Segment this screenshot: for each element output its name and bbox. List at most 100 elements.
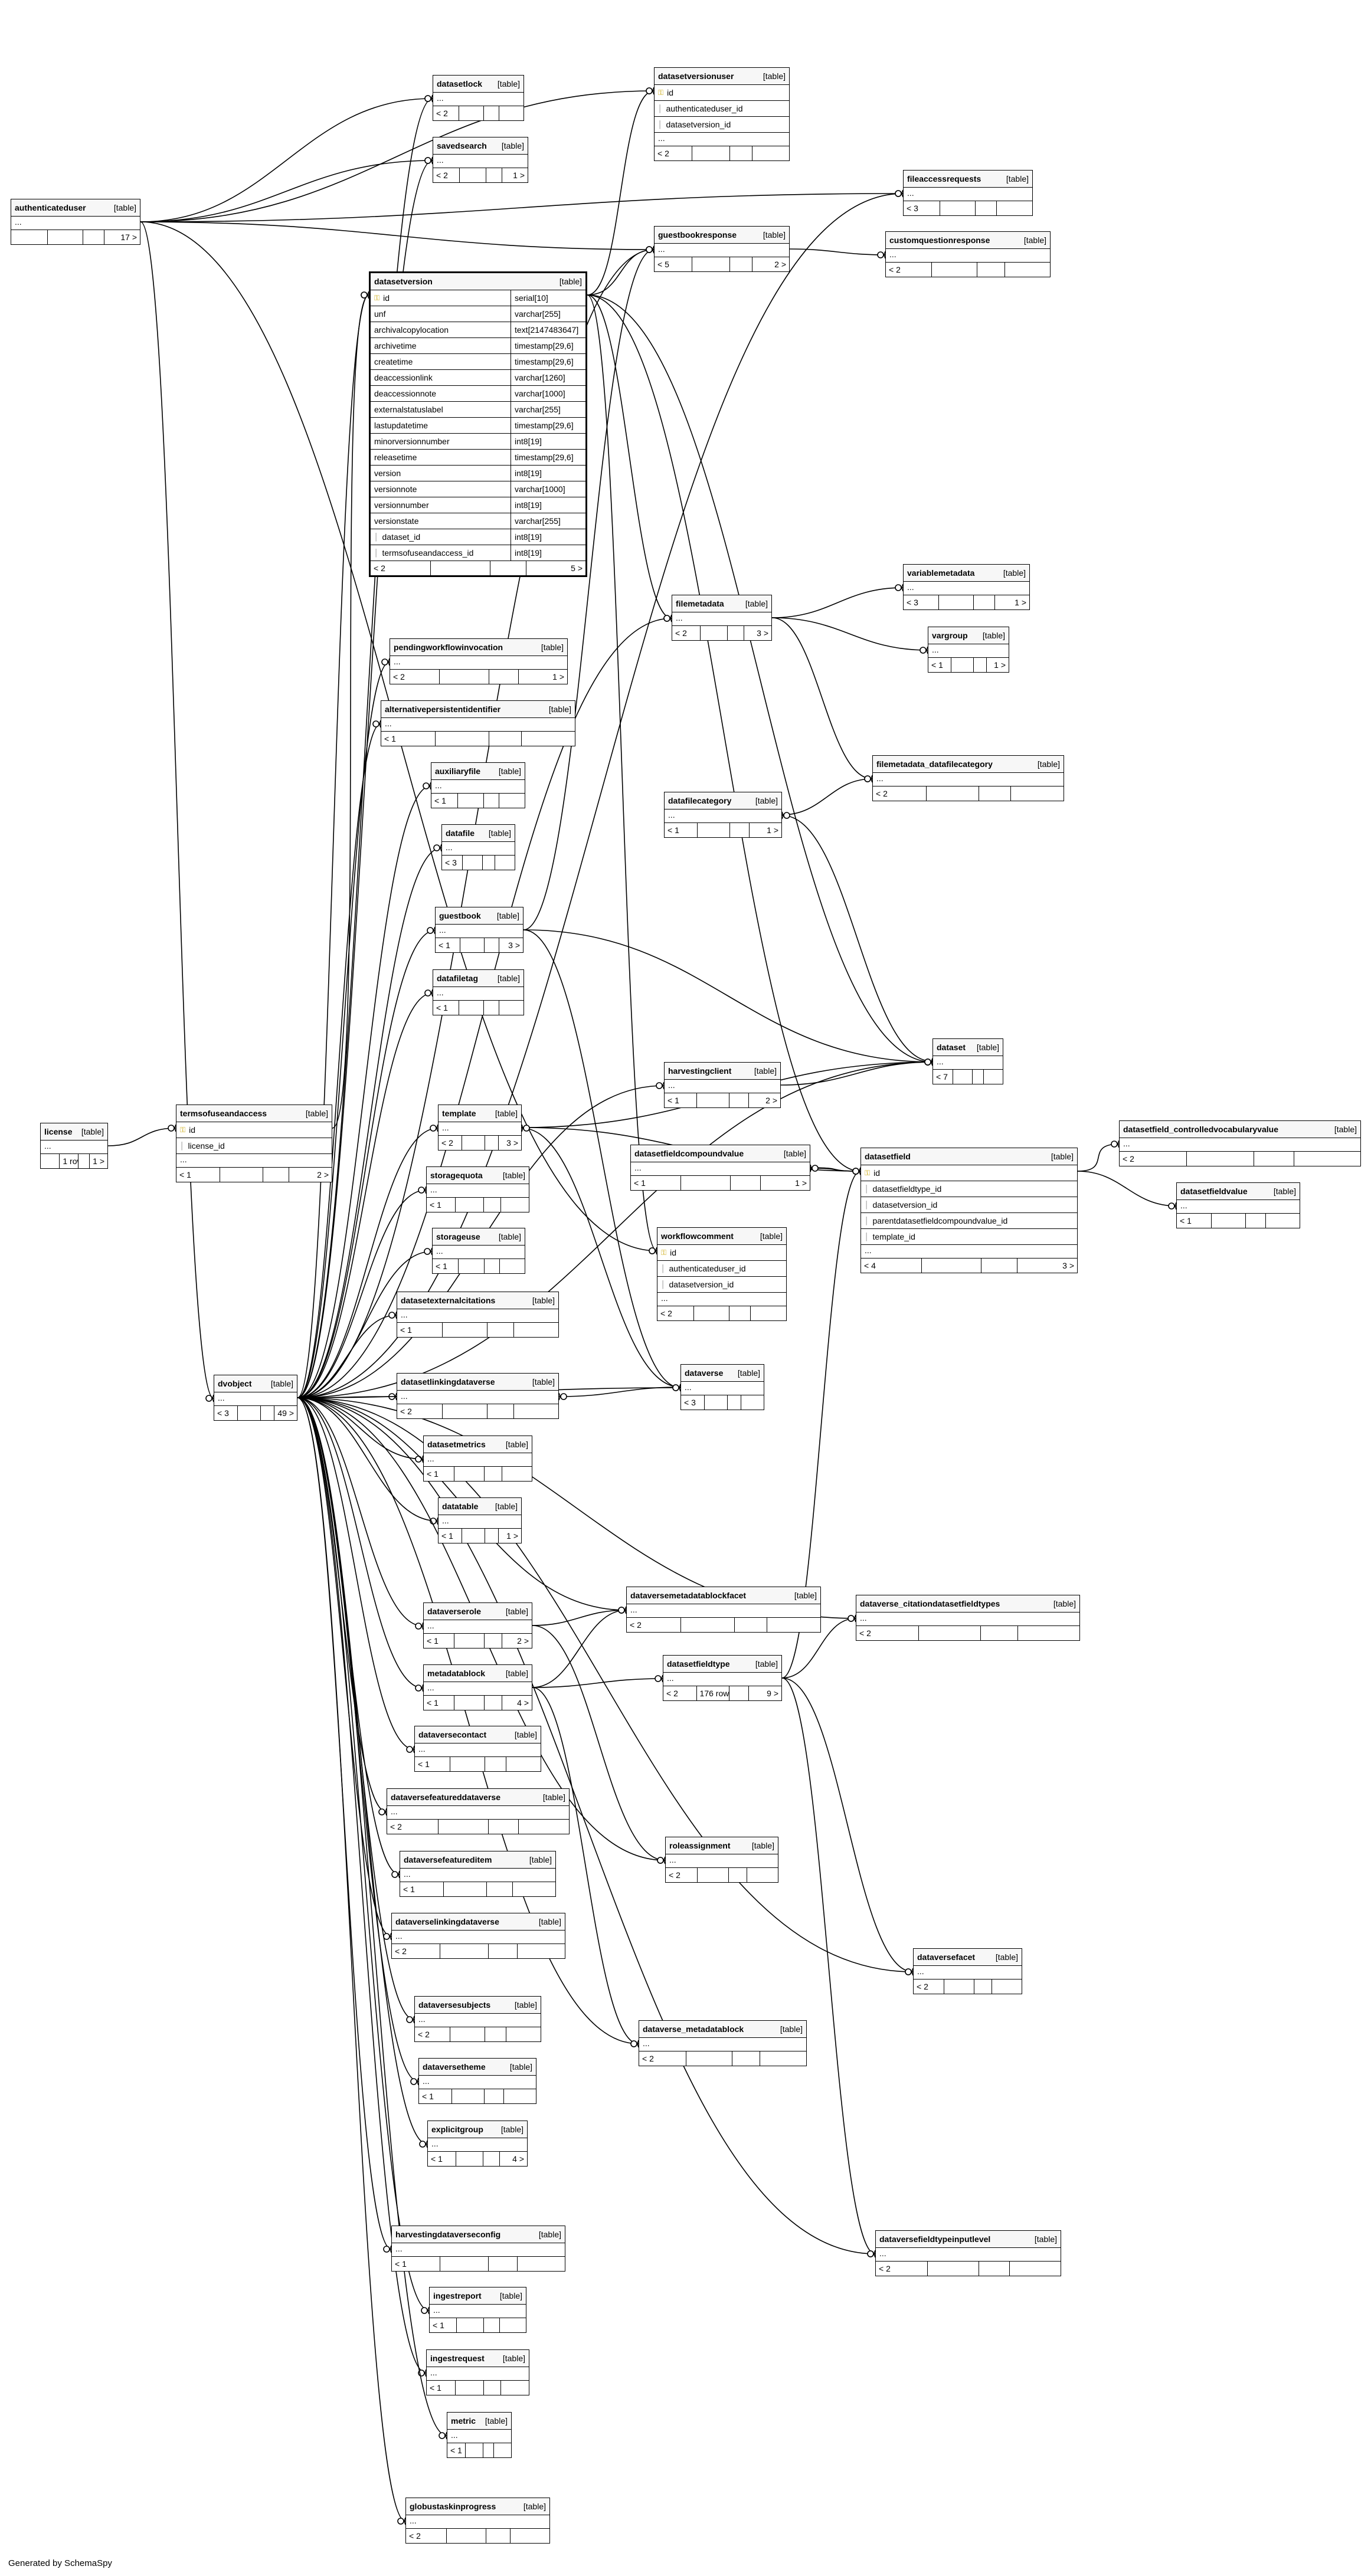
children-count[interactable]: 2 > xyxy=(288,1168,332,1182)
table-header[interactable]: storageuse [table] xyxy=(433,1228,525,1246)
table-type-link[interactable]: [table] xyxy=(1053,1599,1076,1608)
table-name[interactable]: storageuse xyxy=(436,1232,480,1241)
parents-count[interactable]: < 1 xyxy=(450,2446,462,2455)
table-dataversetheme[interactable]: dataversetheme[table]...< 1 xyxy=(418,2058,536,2104)
children-count[interactable]: 9 > xyxy=(748,1686,781,1700)
column-row[interactable]: │datasetversion_id xyxy=(655,117,789,133)
children-count[interactable]: 1 > xyxy=(89,1154,107,1168)
table-header[interactable]: metric[table] xyxy=(447,2413,511,2430)
parents-count[interactable]: < 2 xyxy=(917,1982,928,1991)
parents-count[interactable]: < 2 xyxy=(642,2054,654,2063)
table-name[interactable]: dataverse xyxy=(685,1368,724,1378)
table-storageuse[interactable]: storageuse[table]...< 1 xyxy=(432,1228,525,1274)
parents-count[interactable]: < 1 xyxy=(436,1261,447,1271)
table-globustaskinprogress[interactable]: globustaskinprogress[table]...< 2 xyxy=(405,2498,550,2544)
table-type-link[interactable]: [table] xyxy=(1034,2234,1057,2244)
table-header[interactable]: datasetexternalcitations[table] xyxy=(397,1292,558,1309)
table-type-link[interactable]: [table] xyxy=(498,1232,521,1241)
table-name[interactable]: dataversesubjects xyxy=(418,2000,491,2010)
children-count[interactable]: 2 > xyxy=(748,1093,780,1107)
table-type-link[interactable]: [table] xyxy=(745,599,768,608)
children-count[interactable]: 49 > xyxy=(274,1406,297,1420)
column-row[interactable]: ⚿id xyxy=(861,1165,1077,1181)
table-name[interactable]: datasetexternalcitations xyxy=(401,1296,496,1305)
table-name[interactable]: datasetlinkingdataverse xyxy=(401,1377,495,1387)
table-type-link[interactable]: [table] xyxy=(514,1730,537,1739)
table-type-link[interactable]: [table] xyxy=(751,1841,774,1850)
table-header[interactable]: variablemetadata[table] xyxy=(904,565,1029,582)
table-name[interactable]: auxiliaryfile xyxy=(435,766,481,776)
table-type-link[interactable]: [table] xyxy=(538,1917,561,1926)
table-header[interactable]: dataverselinkingdataverse[table] xyxy=(392,1913,565,1931)
table-name[interactable]: pendingworkflowinvocation xyxy=(394,643,503,652)
table-name[interactable]: datasetfieldcompoundvalue xyxy=(634,1149,744,1158)
table-header[interactable]: datasetversionuser[table] xyxy=(655,68,789,85)
table-name[interactable]: customquestionresponse xyxy=(889,235,990,245)
table-type-link[interactable]: [table] xyxy=(1273,1187,1296,1196)
children-count[interactable]: 1 > xyxy=(760,1176,810,1190)
table-header[interactable]: datasetfield_controlledvocabularyvalue[t… xyxy=(1120,1121,1360,1138)
table-datasetversionuser[interactable]: datasetversionuser[table]⚿id│authenticat… xyxy=(654,67,790,161)
table-type-link[interactable]: [table] xyxy=(505,1607,528,1616)
table-name[interactable]: dataversetheme xyxy=(423,2062,486,2072)
table-name[interactable]: dvobject xyxy=(218,1379,252,1388)
table-dataversefieldtypeinputlevel[interactable]: dataversefieldtypeinputlevel[table]...< … xyxy=(875,2230,1061,2276)
table-type-link[interactable]: [table] xyxy=(501,141,524,150)
parents-count[interactable]: < 2 xyxy=(374,563,385,573)
table-datasetfield[interactable]: datasetfield[table]⚿id│datasetfieldtype_… xyxy=(860,1148,1078,1273)
table-name[interactable]: datasetlock xyxy=(437,79,483,89)
table-type-link[interactable]: [table] xyxy=(488,828,511,838)
parents-count[interactable]: < 2 xyxy=(441,1138,453,1148)
parents-count[interactable]: < 2 xyxy=(879,2264,891,2273)
table-header[interactable]: guestbook[table] xyxy=(436,907,523,925)
parents-count[interactable]: < 2 xyxy=(436,109,448,118)
column-row[interactable]: │datasetversion_id xyxy=(657,1277,786,1293)
parents-count[interactable]: < 1 xyxy=(400,1325,412,1335)
table-name[interactable]: guestbook xyxy=(439,911,481,920)
table-type-link[interactable]: [table] xyxy=(754,1066,777,1076)
table-customquestionresponse[interactable]: customquestionresponse[table]...< 2 xyxy=(885,231,1051,277)
table-metric[interactable]: metric[table]...< 1 xyxy=(447,2412,512,2458)
column-row[interactable]: ⚿id xyxy=(655,85,789,101)
table-type-link[interactable]: [table] xyxy=(755,1659,778,1669)
table-header[interactable]: datasetlock[table] xyxy=(433,76,523,93)
table-name[interactable]: ingestrequest xyxy=(430,2354,485,2363)
table-header[interactable]: datasetlinkingdataverse[table] xyxy=(397,1374,558,1391)
table-name[interactable]: dataverse_citationdatasetfieldtypes xyxy=(860,1599,1000,1608)
table-name[interactable]: workflowcomment xyxy=(661,1231,734,1241)
table-name[interactable]: alternativepersistentidentifier xyxy=(385,704,501,714)
table-header[interactable]: auxiliaryfile[table] xyxy=(431,763,525,780)
column-row[interactable]: │template_id xyxy=(861,1229,1077,1245)
table-type-link[interactable]: [table] xyxy=(499,2291,522,2300)
table-type-link[interactable]: [table] xyxy=(783,1149,806,1158)
table-storagequota[interactable]: storagequota[table]...< 1 xyxy=(426,1166,529,1212)
table-header[interactable]: datasetfieldvalue [table] xyxy=(1177,1183,1300,1200)
table-authenticateduser[interactable]: authenticateduser[table]...17 > xyxy=(11,199,140,245)
parents-count[interactable]: < 7 xyxy=(936,1072,948,1081)
table-header[interactable]: vargroup[table] xyxy=(928,627,1009,644)
table-datasetlock[interactable]: datasetlock[table]...< 2 xyxy=(433,75,524,121)
table-header[interactable]: filemetadata[table] xyxy=(672,595,771,612)
table-header[interactable]: datasetfield[table] xyxy=(861,1148,1077,1165)
table-name[interactable]: datafile xyxy=(446,828,475,838)
table-name[interactable]: metadatablock xyxy=(427,1669,486,1678)
column-row[interactable]: │datasetfieldtype_id xyxy=(861,1181,1077,1197)
children-count[interactable]: 17 > xyxy=(104,230,140,244)
table-type-link[interactable]: [table] xyxy=(1006,174,1029,183)
table-dataversefeatureditem[interactable]: dataversefeatureditem[table]...< 1 xyxy=(400,1851,556,1897)
table-header[interactable]: pendingworkflowinvocation[table] xyxy=(390,639,567,656)
table-header[interactable]: dataverse_metadatablock[table] xyxy=(639,2021,806,2038)
table-type-link[interactable]: [table] xyxy=(982,631,1005,640)
table-name[interactable]: metric xyxy=(451,2416,476,2426)
table-name[interactable]: datasetfieldvalue xyxy=(1180,1187,1248,1196)
parents-count[interactable]: < 3 xyxy=(217,1408,229,1418)
table-header[interactable]: dvobject[table] xyxy=(214,1375,297,1392)
